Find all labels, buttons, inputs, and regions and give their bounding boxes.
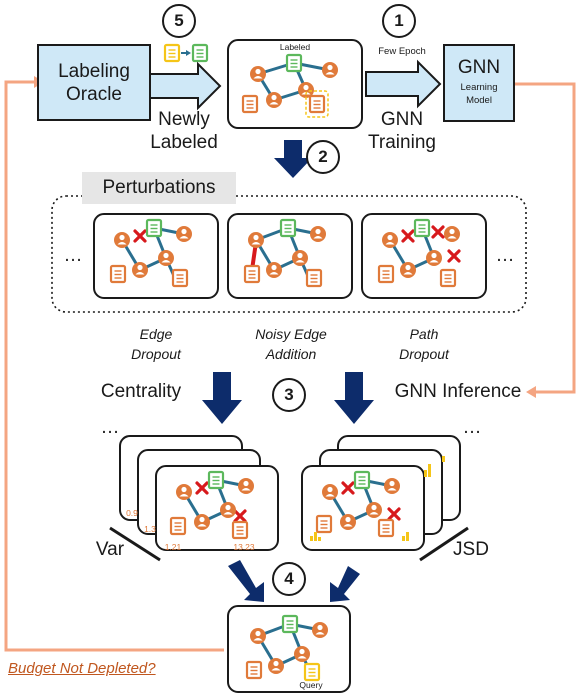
labeling-oracle-line2: Oracle <box>66 84 122 105</box>
few-epoch-arrow <box>365 59 442 109</box>
step-badge-3: 3 <box>272 378 306 412</box>
step-badge-4: 4 <box>272 562 306 596</box>
labeling-oracle-label: Labeling Oracle <box>38 60 150 106</box>
gnn-training-line2: Training <box>368 132 436 153</box>
newly-labeled-icon <box>163 43 209 63</box>
var-label: Var <box>95 539 125 560</box>
edge-dropout-line1: Edge <box>139 326 173 342</box>
arrow-to-perturbations <box>274 140 312 178</box>
budget-question: Budget Not Depleted? <box>8 660 156 677</box>
jsd-stack <box>301 435 469 562</box>
gnn-box-label: GNN Learning Model <box>444 56 514 107</box>
gnn-inference-label: GNN Inference <box>394 381 522 402</box>
noisy-edge-line1: Noisy Edge <box>255 326 327 342</box>
arrow-gnn-inference <box>334 372 374 424</box>
jsd-label: JSD <box>453 539 489 560</box>
noisy-edge-card <box>227 213 353 299</box>
newly-labeled-line2: Labeled <box>150 132 218 153</box>
gnn-box <box>443 44 515 122</box>
labeling-oracle-line1: Labeling <box>58 61 130 82</box>
few-epoch-label: Few Epoch <box>378 46 426 57</box>
stack-ellipsis-left: … <box>100 417 120 438</box>
edge-dropout-card <box>93 213 219 299</box>
var-value-1-3: 1.3 <box>144 524 156 534</box>
newly-labeled-arrow <box>149 61 222 111</box>
path-dropout-label: Path Dropout <box>372 324 476 364</box>
labeling-oracle-box <box>37 44 151 121</box>
path-dropout-line2: Dropout <box>399 346 449 362</box>
path-dropout-card <box>361 213 487 299</box>
newly-labeled-label: Newly Labeled <box>136 108 232 154</box>
var-value-0-9: 0.9 <box>126 508 138 518</box>
newly-labeled-line1: Newly <box>158 109 210 130</box>
perturbations-title: Perturbations <box>102 177 216 198</box>
labeled-tag: Labeled <box>279 42 311 52</box>
edge-dropout-label: Edge Dropout <box>104 324 208 364</box>
feedback-loop-right <box>514 82 576 398</box>
var-value-1-21: 1.21 <box>164 542 182 552</box>
gnn-model: Model <box>466 95 492 106</box>
arrow-jsd-to-query <box>330 566 360 602</box>
arrow-centrality <box>202 372 242 424</box>
query-graph-card <box>227 605 351 693</box>
var-value-13-23: 13.23 <box>233 542 255 552</box>
gnn-training-label: GNN Training <box>364 108 440 154</box>
step-badge-2: 2 <box>306 140 340 174</box>
ellipsis-left: … <box>63 245 83 266</box>
noisy-edge-line2: Addition <box>265 346 317 362</box>
ellipsis-right: … <box>495 245 515 266</box>
query-tag: Query <box>299 680 323 690</box>
var-stack <box>109 435 279 562</box>
gnn-title: GNN <box>457 57 501 78</box>
stack-ellipsis-right: … <box>462 417 482 438</box>
step-badge-1: 1 <box>382 4 416 38</box>
perturbations-container <box>51 195 527 313</box>
perturbations-title-bg <box>82 172 236 204</box>
gnn-learning: Learning <box>460 82 498 93</box>
centrality-label: Centrality <box>100 381 182 402</box>
noisy-edge-label: Noisy Edge Addition <box>232 324 350 364</box>
gnn-training-line1: GNN <box>380 109 424 130</box>
labeled-graph-card <box>227 39 363 129</box>
path-dropout-line1: Path <box>409 326 439 342</box>
edge-dropout-line2: Dropout <box>131 346 181 362</box>
arrow-var-to-query <box>228 560 264 602</box>
step-badge-5: 5 <box>162 4 196 38</box>
